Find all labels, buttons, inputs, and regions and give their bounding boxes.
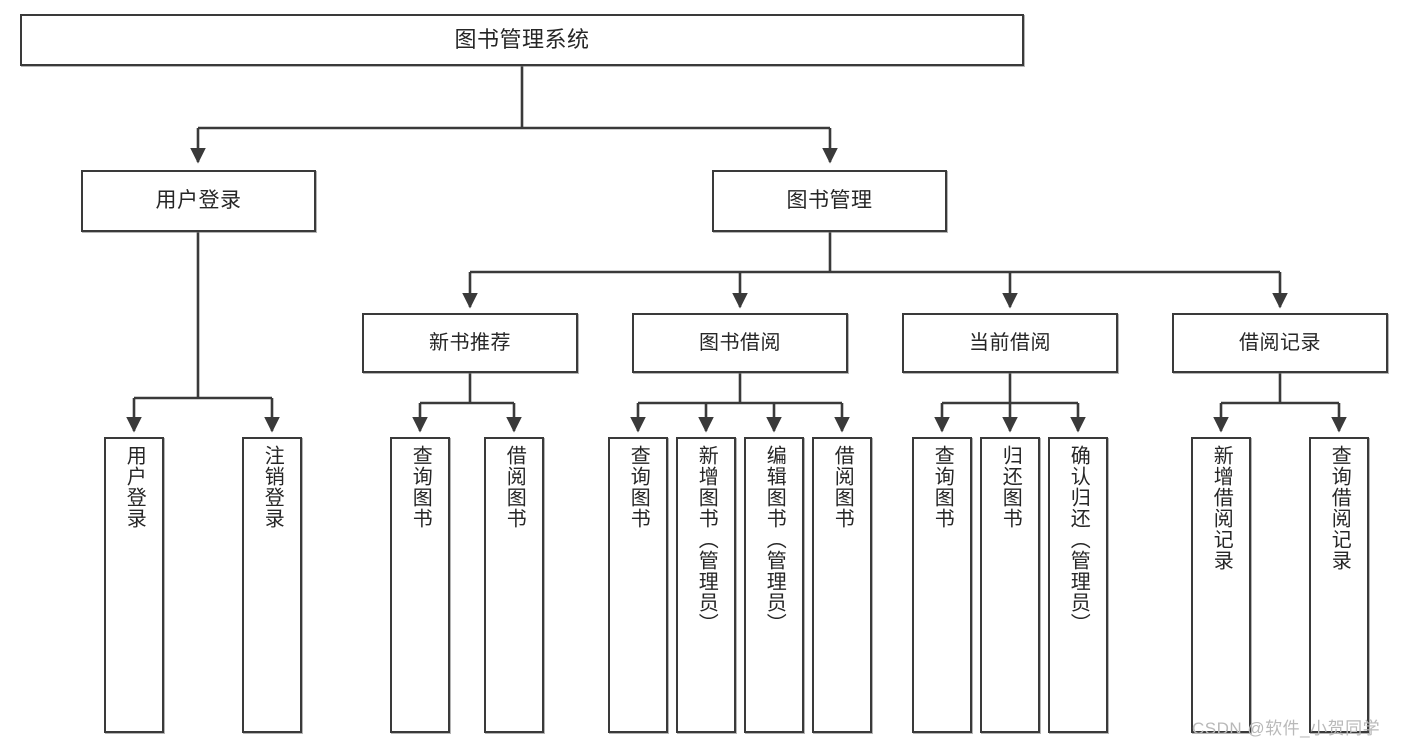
leaf-edit-book-admin[interactable]: 编辑图书（管理员） — [744, 437, 804, 733]
node-book-borrow-label: 图书借阅 — [699, 331, 781, 354]
leaf-add-borrow-record-label: 新增借阅记录 — [1210, 445, 1233, 571]
leaf-borrow-book-label: 借阅图书 — [831, 445, 854, 529]
node-user-login[interactable]: 用户登录 — [81, 170, 316, 232]
leaf-query-borrow-record[interactable]: 查询借阅记录 — [1309, 437, 1369, 733]
leaf-add-book-admin-label: 新增图书（管理员） — [695, 445, 718, 634]
leaf-query-book-current-label: 查询图书 — [931, 445, 954, 529]
leaf-return-book[interactable]: 归还图书 — [980, 437, 1040, 733]
node-new-book-recommend-label: 新书推荐 — [429, 331, 511, 354]
node-current-borrow[interactable]: 当前借阅 — [902, 313, 1118, 373]
leaf-borrow-book-recommend[interactable]: 借阅图书 — [484, 437, 544, 733]
node-book-management[interactable]: 图书管理 — [712, 170, 947, 232]
leaf-add-borrow-record[interactable]: 新增借阅记录 — [1191, 437, 1251, 733]
leaf-query-borrow-record-label: 查询借阅记录 — [1328, 445, 1351, 571]
leaf-logout-label: 注销登录 — [261, 445, 284, 529]
leaf-borrow-book-recommend-label: 借阅图书 — [503, 445, 526, 529]
node-root[interactable]: 图书管理系统 — [20, 14, 1024, 66]
leaf-confirm-return-admin[interactable]: 确认归还（管理员） — [1048, 437, 1108, 733]
leaf-query-book-current[interactable]: 查询图书 — [912, 437, 972, 733]
leaf-query-book-recommend[interactable]: 查询图书 — [390, 437, 450, 733]
leaf-query-book-borrow-label: 查询图书 — [627, 445, 650, 529]
leaf-confirm-return-admin-label: 确认归还（管理员） — [1067, 445, 1090, 634]
leaf-query-book-recommend-label: 查询图书 — [409, 445, 432, 529]
node-book-borrow[interactable]: 图书借阅 — [632, 313, 848, 373]
leaf-add-book-admin[interactable]: 新增图书（管理员） — [676, 437, 736, 733]
node-root-label: 图书管理系统 — [454, 27, 590, 53]
node-user-login-label: 用户登录 — [155, 188, 242, 212]
node-borrow-record[interactable]: 借阅记录 — [1172, 313, 1388, 373]
leaf-logout[interactable]: 注销登录 — [242, 437, 302, 733]
watermark: CSDN @软件_小贺同学 — [1192, 719, 1381, 738]
leaf-user-login-label: 用户登录 — [123, 445, 146, 529]
leaf-edit-book-admin-label: 编辑图书（管理员） — [763, 445, 786, 634]
leaf-borrow-book[interactable]: 借阅图书 — [812, 437, 872, 733]
node-current-borrow-label: 当前借阅 — [969, 331, 1051, 354]
node-borrow-record-label: 借阅记录 — [1239, 331, 1321, 354]
leaf-return-book-label: 归还图书 — [999, 445, 1022, 529]
node-book-management-label: 图书管理 — [786, 188, 873, 212]
node-new-book-recommend[interactable]: 新书推荐 — [362, 313, 578, 373]
leaf-user-login[interactable]: 用户登录 — [104, 437, 164, 733]
leaf-query-book-borrow[interactable]: 查询图书 — [608, 437, 668, 733]
